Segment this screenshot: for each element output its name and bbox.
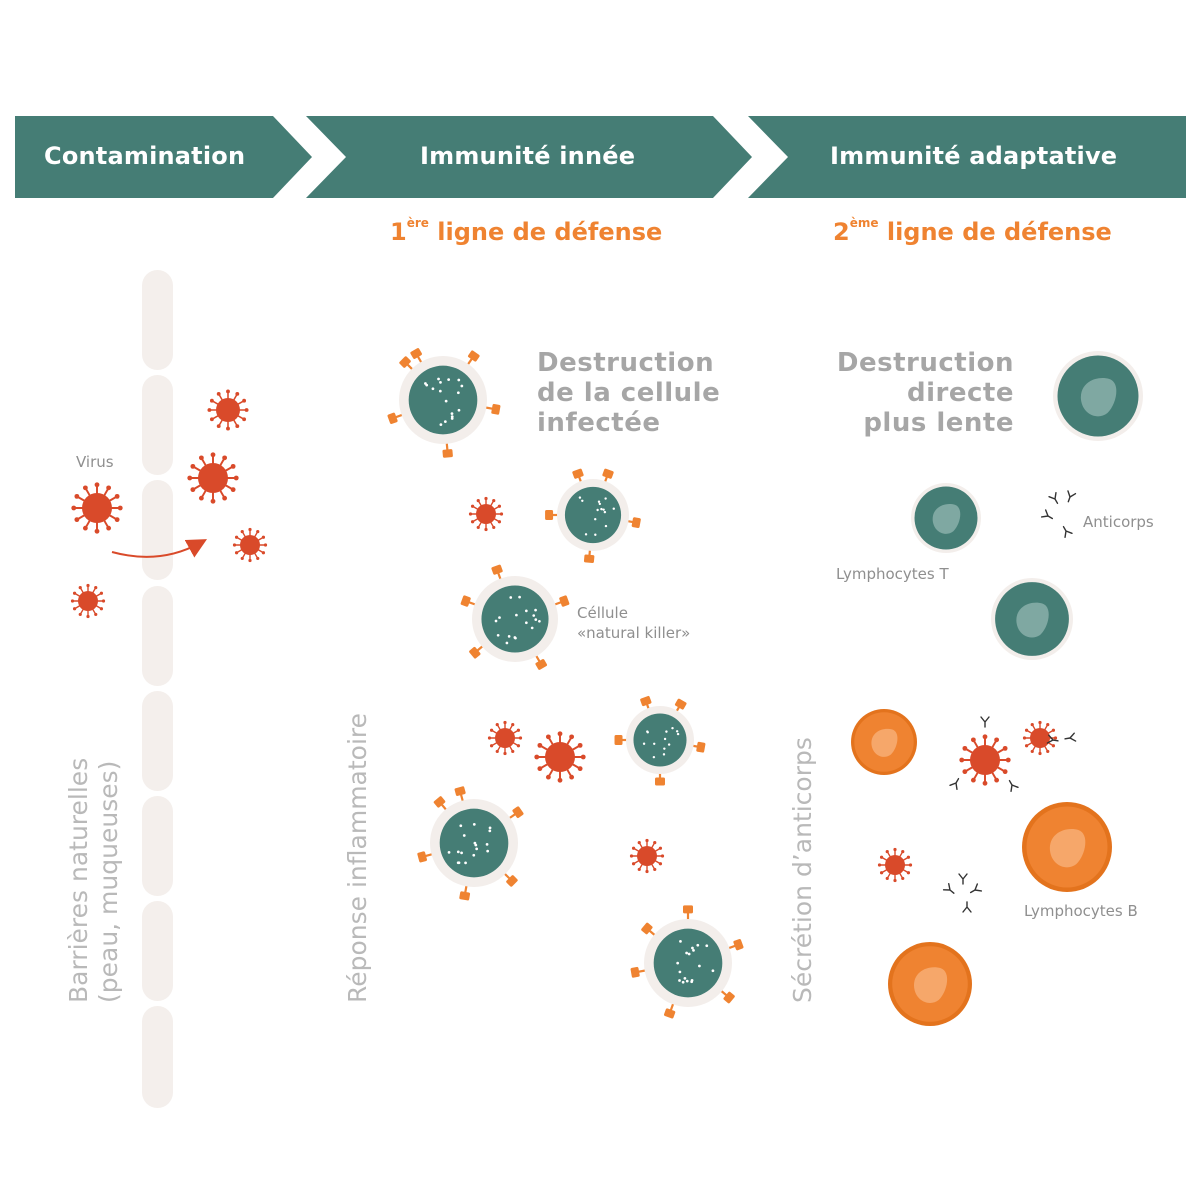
antibody-icon xyxy=(1062,525,1073,539)
nk-cell xyxy=(460,564,570,670)
nk-cell xyxy=(417,786,524,901)
virus-icon xyxy=(629,838,665,874)
banner-innate xyxy=(306,116,752,198)
nk-cell xyxy=(387,348,501,458)
direct-destruction-text: Destruction directe plus lente xyxy=(836,348,1014,438)
header-innate-immunity: Immunité innée xyxy=(420,142,636,170)
natural-barriers-label: Barrières naturelles (peau, muqueuses) xyxy=(64,757,123,1003)
antibody-icon xyxy=(1008,779,1019,793)
antibody-icon xyxy=(1046,734,1059,744)
virus-group xyxy=(70,389,1058,883)
virus-icon xyxy=(207,389,249,431)
antibodies-label: Anticorps xyxy=(1083,513,1154,531)
nk-label-line2: «natural killer» xyxy=(577,624,691,642)
virus-label: Virus xyxy=(76,453,114,471)
banner-adaptive xyxy=(748,116,1186,198)
nk-cell xyxy=(545,468,641,564)
antibody-group xyxy=(942,490,1077,913)
antibody-secretion-label: Sécrétion d’anticorps xyxy=(788,737,817,1003)
nk-cell-group xyxy=(387,348,744,1019)
antibody-icon xyxy=(1067,490,1077,503)
antibody-icon xyxy=(1064,732,1077,742)
lymphocyte-b xyxy=(851,709,917,775)
virus-icon xyxy=(877,847,913,883)
lymphocyte-b xyxy=(1022,802,1112,892)
antibody-icon xyxy=(942,883,955,894)
antibody-icon xyxy=(969,883,983,894)
virus-icon xyxy=(70,583,106,619)
antibody-icon xyxy=(1048,491,1059,505)
lymphocyte-t xyxy=(1053,351,1143,441)
nk-label-line1: Céllule xyxy=(577,604,628,622)
banner-contamination xyxy=(15,116,312,198)
virus-icon xyxy=(71,482,123,534)
lymphocytes-b-label: Lymphocytes B xyxy=(1024,902,1138,920)
destruction-infected-cell-text: Destruction de la cellule infectée xyxy=(537,348,721,438)
virus-icon xyxy=(1022,720,1058,756)
antibody-icon xyxy=(980,716,990,728)
virus-icon xyxy=(187,452,239,504)
antibody-icon xyxy=(1040,509,1054,520)
lymphocytes-t-label: Lymphocytes T xyxy=(836,565,949,583)
lymphocyte-t xyxy=(911,483,981,553)
penetration-arrow xyxy=(111,539,208,558)
lymphocyte-group xyxy=(851,351,1143,1026)
virus-icon xyxy=(959,734,1011,786)
nk-cell xyxy=(614,695,706,786)
lymphocyte-b xyxy=(888,942,972,1026)
lymphocyte-t xyxy=(991,578,1073,660)
nk-cell xyxy=(630,905,744,1019)
virus-icon xyxy=(468,496,504,532)
natural-barrier xyxy=(142,270,173,1108)
header-adaptive-immunity: Immunité adaptative xyxy=(830,142,1118,170)
antibody-icon xyxy=(962,901,972,913)
antibody-icon xyxy=(949,777,960,791)
first-line-of-defense: 1ère ligne de défense xyxy=(390,216,663,246)
virus-icon xyxy=(534,731,586,783)
header-contamination: Contamination xyxy=(44,142,246,170)
virus-icon xyxy=(487,720,523,756)
second-line-of-defense: 2ème ligne de défense xyxy=(833,216,1112,246)
virus-icon xyxy=(232,527,268,563)
inflammatory-response-label: Réponse inflammatoire xyxy=(343,712,372,1003)
antibody-icon xyxy=(958,873,968,885)
